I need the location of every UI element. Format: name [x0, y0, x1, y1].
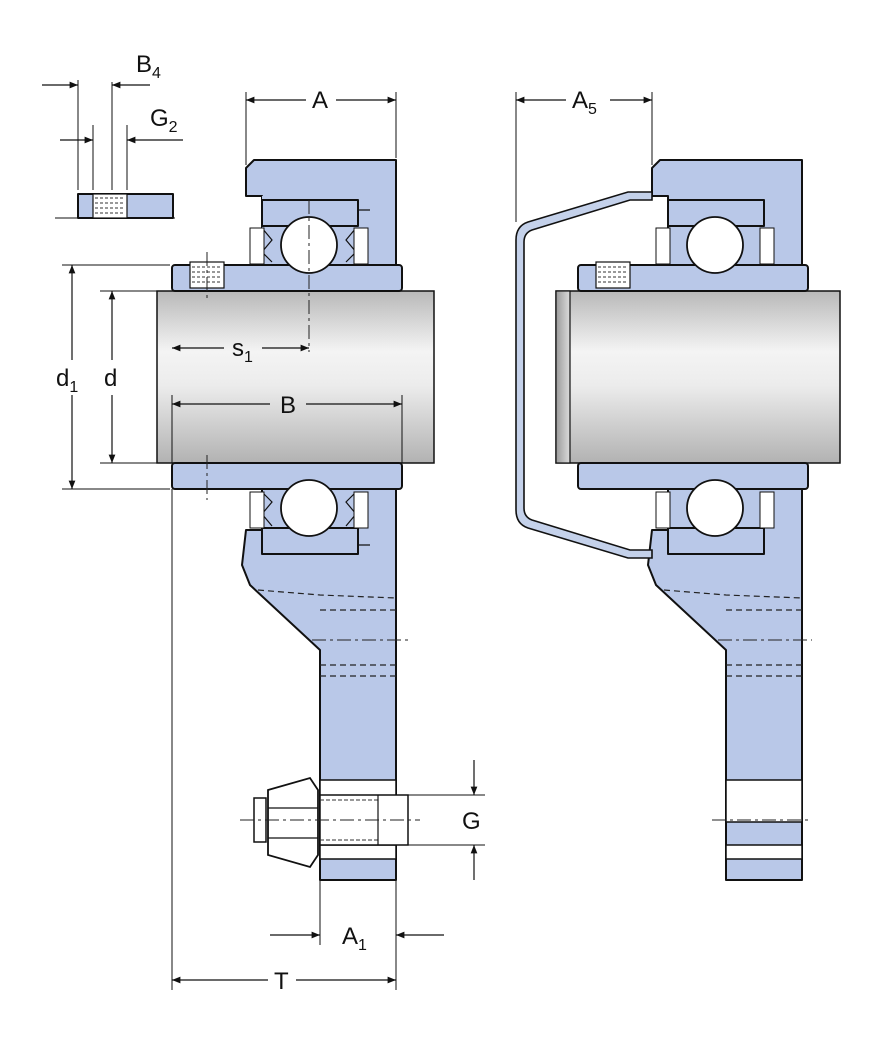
label-d: d — [104, 365, 117, 392]
inner-ring-left — [171, 252, 403, 500]
label-A5: A5 — [572, 87, 597, 118]
label-B: B — [280, 392, 296, 419]
label-d1: d1 — [56, 365, 78, 396]
shaft-left — [156, 290, 435, 464]
label-s1: s1 — [232, 335, 253, 366]
dimension-labels: A A5 B4 G2 d1 d s1 B G A1 T — [56, 51, 597, 995]
label-B4: B4 — [136, 51, 161, 82]
shaft-right — [555, 290, 841, 464]
dimension-lines — [62, 92, 653, 990]
inner-ring-right — [577, 199, 809, 555]
end-cover — [515, 191, 653, 559]
label-A: A — [312, 87, 328, 114]
label-G2: G2 — [150, 105, 178, 136]
label-G: G — [462, 808, 481, 835]
bolt-nut — [240, 776, 420, 869]
bearing-balls-left — [249, 199, 369, 555]
label-A1: A1 — [342, 923, 367, 954]
label-T: T — [274, 968, 289, 995]
insert-detail — [42, 80, 183, 219]
